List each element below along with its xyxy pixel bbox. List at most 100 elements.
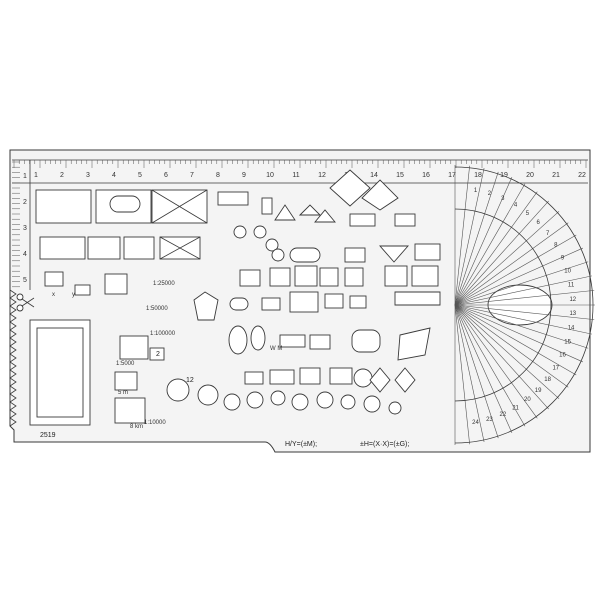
protractor-number: 17 bbox=[552, 365, 559, 371]
protractor-ray bbox=[454, 304, 595, 320]
protractor-arc bbox=[454, 208, 552, 402]
protractor-number: 7 bbox=[546, 231, 550, 237]
ruler-number: 5 bbox=[23, 277, 27, 284]
ruler-number: 6 bbox=[164, 172, 168, 179]
protractor-ray bbox=[454, 304, 569, 388]
protractor-number: 15 bbox=[564, 339, 571, 345]
protractor-ray bbox=[454, 290, 595, 306]
protractor-number: 22 bbox=[499, 412, 506, 418]
protractor-number: 19 bbox=[535, 388, 542, 394]
ruler-number: 22 bbox=[578, 172, 586, 179]
protractor-ray bbox=[454, 304, 538, 419]
ruler-number: 8 bbox=[216, 172, 220, 179]
formula-2: ±H=(X·X)=(±G); bbox=[360, 441, 409, 448]
ruler-number: 4 bbox=[112, 172, 116, 179]
scissors-icon bbox=[16, 293, 35, 312]
protractor-number: 16 bbox=[559, 353, 566, 359]
protractor-ray bbox=[454, 165, 470, 306]
scale-a-label: 1:25000 bbox=[153, 281, 175, 287]
scale-e-label: 1:5000 bbox=[116, 361, 135, 367]
protractor-number: 21 bbox=[512, 405, 519, 411]
ruler-number: 1 bbox=[23, 173, 27, 180]
protractor-number: 2 bbox=[488, 191, 492, 197]
formula-1: H/Y=(±M); bbox=[285, 441, 317, 448]
ruler-number: 21 bbox=[552, 172, 560, 179]
ruler-number: 19 bbox=[500, 172, 508, 179]
ruler-number: 1 bbox=[34, 172, 38, 179]
model-number: 2519 bbox=[40, 432, 56, 439]
protractor-ray bbox=[454, 304, 560, 399]
rectangle-cutouts bbox=[29, 189, 208, 426]
protractor-ray bbox=[454, 275, 593, 306]
protractor-ray bbox=[454, 304, 584, 363]
protractor-ray bbox=[454, 304, 549, 410]
ruler-number: 4 bbox=[23, 251, 27, 258]
unit-m-label: 5 m bbox=[118, 390, 128, 396]
protractor-number: 10 bbox=[564, 269, 571, 275]
protractor-number: 11 bbox=[568, 283, 575, 289]
ruler-number: 5 bbox=[138, 172, 142, 179]
protractor-arc bbox=[454, 166, 594, 444]
protractor-number: 9 bbox=[561, 255, 565, 261]
protractor-ray bbox=[454, 191, 538, 306]
protractor-ray bbox=[454, 261, 589, 306]
ruler-number: 11 bbox=[292, 172, 299, 179]
ruler-number: 14 bbox=[370, 172, 378, 179]
protractor-number: 13 bbox=[569, 311, 576, 317]
protractor-ray bbox=[454, 304, 470, 445]
protractor-number: 12 bbox=[569, 297, 576, 303]
scale-d-label: 1:10000 bbox=[144, 420, 166, 426]
protractor-number: 6 bbox=[536, 220, 540, 226]
wm-label: W M bbox=[270, 346, 282, 352]
axis-x-label: x bbox=[52, 292, 55, 298]
num-12-label: 12 bbox=[186, 377, 194, 384]
protractor-number: 3 bbox=[501, 196, 505, 202]
ruler-number: 16 bbox=[422, 172, 430, 179]
scale-c-label: 1:100000 bbox=[150, 331, 176, 337]
protractor-number: 24 bbox=[472, 420, 479, 426]
protractor-ray bbox=[454, 304, 526, 427]
protractor-ray bbox=[454, 304, 513, 434]
protractor-number: 1 bbox=[474, 188, 478, 194]
jagged-edge bbox=[9, 289, 17, 427]
protractor-number: 4 bbox=[514, 203, 518, 209]
protractor-ray bbox=[454, 176, 513, 306]
unit-km-label: 8 km bbox=[130, 424, 143, 430]
protractor-ray bbox=[454, 234, 577, 306]
ruler-number: 7 bbox=[190, 172, 194, 179]
symbol-cutouts bbox=[166, 169, 441, 415]
protractor-ray bbox=[454, 304, 589, 349]
ruler-number: 2 bbox=[60, 172, 64, 179]
labels: x y 1:25000 1:50000 1:100000 1:10000 1:5… bbox=[40, 281, 409, 448]
ruler-number: 18 bbox=[474, 172, 482, 179]
protractor-ray bbox=[454, 304, 499, 439]
axis-y-label: y bbox=[72, 292, 75, 298]
ruler-number: 12 bbox=[318, 172, 326, 179]
protractor-ray bbox=[454, 304, 485, 443]
ruler-number: 10 bbox=[266, 172, 274, 179]
protractor-number: 14 bbox=[568, 325, 575, 331]
protractor-ray bbox=[454, 183, 526, 306]
protractor-ray bbox=[454, 304, 593, 335]
protractor-number: 8 bbox=[554, 243, 558, 249]
protractor-number: 18 bbox=[544, 377, 551, 383]
protractor-ray bbox=[454, 200, 549, 306]
protractor-ray bbox=[454, 171, 499, 306]
ruler-number: 3 bbox=[86, 172, 90, 179]
protractor-ray bbox=[454, 222, 569, 306]
protractor-ray bbox=[454, 167, 485, 306]
protractor-number: 5 bbox=[526, 211, 530, 217]
scale-b-label: 1:50000 bbox=[146, 306, 168, 312]
protractor-number: 20 bbox=[524, 397, 531, 403]
protractor-ray bbox=[454, 211, 560, 306]
ruler-number: 2 bbox=[23, 199, 27, 206]
protractor-ray bbox=[454, 304, 577, 376]
ruler-number: 17 bbox=[448, 172, 456, 179]
protractor-number: 23 bbox=[486, 417, 493, 423]
ruler-number: 20 bbox=[526, 172, 534, 179]
ruler-number: 9 bbox=[242, 172, 246, 179]
